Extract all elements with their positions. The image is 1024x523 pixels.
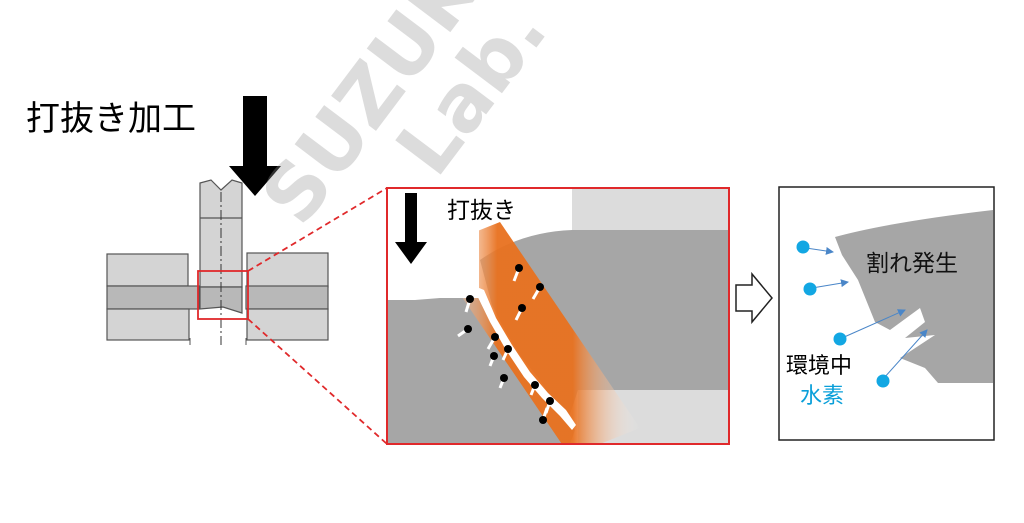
crack-panel (778, 186, 995, 441)
hydrogen-atoms-env (796, 240, 928, 388)
punch-label: 打抜き (447, 198, 516, 224)
upper-left-die (106, 253, 189, 287)
sheet-right (245, 285, 329, 310)
zoom-upper-die (572, 188, 729, 230)
zoom-region-box (197, 270, 249, 320)
zoom-frame (386, 187, 730, 445)
cracked-edge (835, 210, 993, 383)
zoom-connector-bottom (247, 318, 388, 445)
next-step-arrow (735, 271, 773, 325)
hydrogen-label: 水素 (800, 384, 845, 409)
crack-occurrence-label: 割れ発生 (866, 251, 958, 277)
lower-left-die (106, 308, 190, 341)
upper-right-die (246, 252, 329, 288)
shear-crack (472, 285, 576, 430)
zoom-sheet-left (387, 285, 575, 444)
environment-label: 環境中 (786, 354, 853, 379)
process-title: 打抜き加工 (26, 99, 196, 139)
hydrogen-atoms-zoom (457, 264, 554, 424)
zoom-punch-arrow (395, 193, 427, 264)
stress-zone (430, 222, 640, 444)
punch-force-arrow (229, 96, 281, 196)
sheet-left (106, 285, 200, 310)
zoom-view (386, 187, 730, 445)
punching-setup (106, 179, 329, 345)
lower-right-die (246, 308, 329, 341)
zoom-connector-top (247, 187, 388, 272)
